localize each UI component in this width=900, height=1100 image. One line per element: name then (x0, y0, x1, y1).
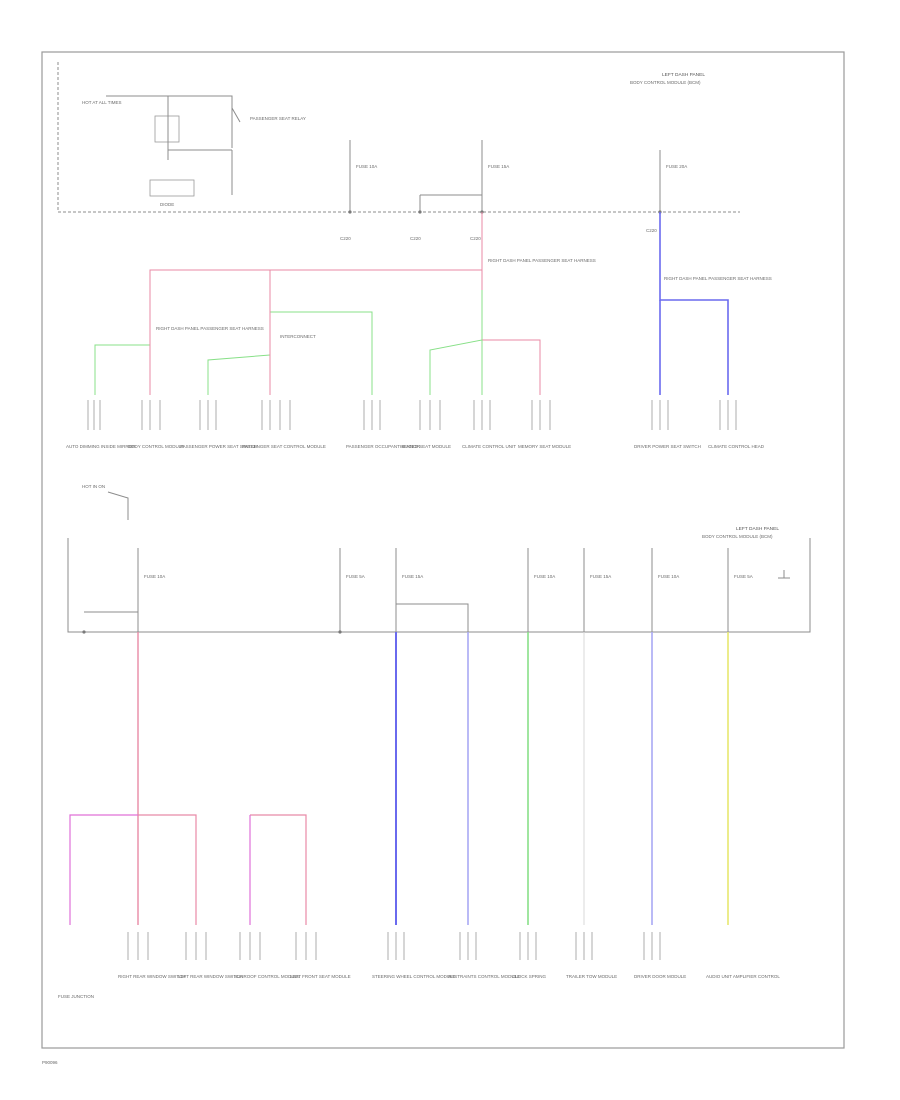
fuse-mid-2: FUSE 5A (346, 574, 365, 579)
component-top-1: AUTO DIMMING INSIDE MIRROR (66, 444, 136, 449)
top-panel-title: LEFT DASH PANEL (662, 72, 705, 78)
svg-text:INTERCONNECT: INTERCONNECT (280, 334, 316, 339)
fuse-top-1: FUSE 10A (356, 164, 377, 169)
mid-fuse-panel: HOT IN ON LEFT DASH PANEL BODY CONTROL M… (67, 484, 811, 634)
top-wiring: RIGHT DASH PANEL PASSENGER SEAT HARNESS … (94, 212, 772, 395)
splice-label-1: RIGHT DASH PANEL PASSENGER SEAT HARNESS (488, 258, 596, 263)
relay-label: PASSENGER SEAT RELAY (250, 116, 306, 121)
component-bottom-2: RIGHT REAR WINDOW SWITCH (118, 974, 186, 979)
fuse-top-3: FUSE 20A (666, 164, 687, 169)
bottom-connector-pins (127, 932, 661, 960)
component-bottom-9: TRAILER TOW MODULE (566, 974, 617, 979)
bottom-component-labels: FUSE JUNCTION RIGHT REAR WINDOW SWITCH L… (58, 974, 780, 999)
svg-text:C220: C220 (410, 236, 421, 241)
fuse-top-2: FUSE 15A (488, 164, 509, 169)
component-bottom-10: DRIVER DOOR MODULE (634, 974, 686, 979)
component-bottom-3: LEFT REAR WINDOW SWITCH (178, 974, 243, 979)
fuse-mid-4: FUSE 10A (534, 574, 555, 579)
component-bottom-1: FUSE JUNCTION (58, 994, 94, 999)
top-component-labels: AUTO DIMMING INSIDE MIRROR BODY CONTROL … (66, 444, 765, 449)
component-bottom-4: SUNROOF CONTROL MODULE (234, 974, 300, 979)
fuse-mid-3: FUSE 15A (402, 574, 423, 579)
top-panel-subtitle: BODY CONTROL MODULE (BCM) (630, 80, 701, 85)
top-fuse-panel: LEFT DASH PANEL BODY CONTROL MODULE (BCM… (57, 62, 740, 241)
component-top-4: PASSENGER SEAT CONTROL MODULE (242, 444, 326, 449)
component-bottom-7: RESTRAINTS CONTROL MODULE (448, 974, 520, 979)
mid-panel-subtitle: BODY CONTROL MODULE (BCM) (702, 534, 773, 539)
fuse-mid-6: FUSE 10A (658, 574, 679, 579)
component-top-3: PASSENGER POWER SEAT SWITCH (180, 444, 258, 449)
svg-text:C220: C220 (646, 228, 657, 233)
splice-label-2: RIGHT DASH PANEL PASSENGER SEAT HARNESS (156, 326, 264, 331)
hot-label-1: HOT AT ALL TIMES (82, 100, 122, 105)
component-top-9: DRIVER POWER SEAT SWITCH (634, 444, 701, 449)
component-top-5: PASSENGER OCCUPANT SENSOR (346, 444, 421, 449)
svg-text:C220: C220 (470, 236, 481, 241)
component-bottom-5: LEFT FRONT SEAT MODULE (290, 974, 351, 979)
component-top-2: BODY CONTROL MODULE (128, 444, 184, 449)
mid-panel-title: LEFT DASH PANEL (736, 526, 779, 532)
fuse-mid-5: FUSE 15A (590, 574, 611, 579)
footer-id: P90096 (42, 1060, 58, 1065)
component-top-7: CLIMATE CONTROL UNIT (462, 444, 516, 449)
outer-frame (41, 51, 845, 1049)
component-bottom-6: STEERING WHEEL CONTROL MODULE (372, 974, 456, 979)
fuse-mid-1: FUSE 10A (144, 574, 165, 579)
component-bottom-8: CLOCK SPRING (512, 974, 547, 979)
component-top-6: HEATED SEAT MODULE (400, 444, 451, 449)
svg-text:C220: C220 (340, 236, 351, 241)
diode-label: DIODE (160, 202, 174, 207)
component-top-10: CLIMATE CONTROL HEAD (708, 444, 765, 449)
splice-label-3: RIGHT DASH PANEL PASSENGER SEAT HARNESS (664, 276, 772, 281)
fuse-mid-7: FUSE 5A (734, 574, 753, 579)
top-connector-pins (87, 400, 737, 430)
hot-label-2: HOT IN ON (82, 484, 105, 489)
bottom-wiring (69, 632, 729, 925)
component-top-8: MEMORY SEAT MODULE (518, 444, 571, 449)
component-bottom-11: AUDIO UNIT AMPLIFIER CONTROL (706, 974, 780, 979)
